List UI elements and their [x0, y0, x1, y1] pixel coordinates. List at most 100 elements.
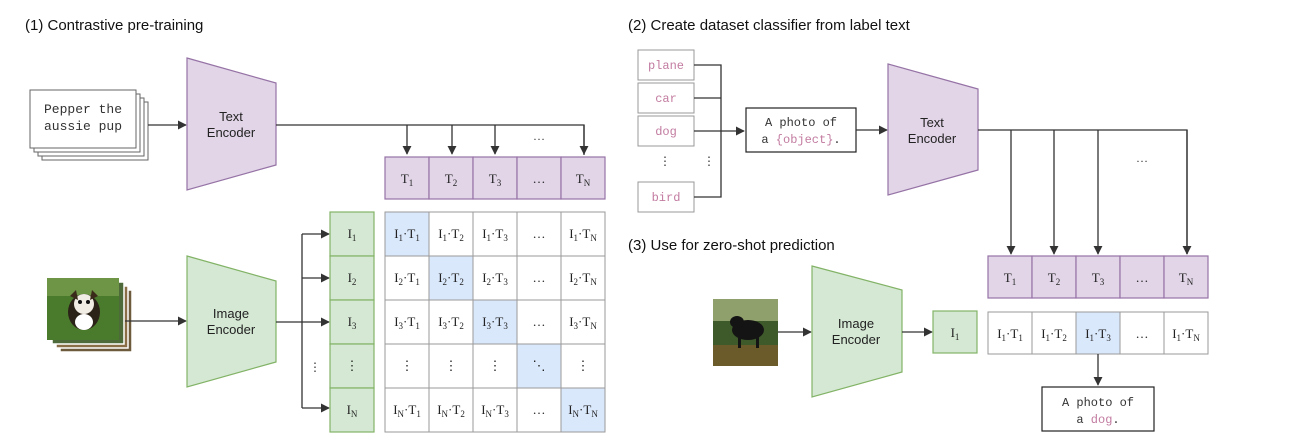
text-token-2: T2 [428, 156, 474, 200]
text-token-2: T2 [1031, 255, 1077, 299]
label-car: car [637, 82, 695, 114]
cell-vdots: ⋮ [445, 358, 458, 373]
cell-product: IN·T3 [481, 402, 509, 419]
text-token-label: T1 [401, 171, 413, 188]
cell-product: IN·T1 [393, 402, 421, 419]
cell-vdots: ⋮ [401, 358, 414, 373]
matrix-cell: I2·T3 [472, 255, 518, 301]
image-token-2: I2 [329, 255, 375, 301]
image-encoder-2-label2: Encoder [832, 332, 881, 347]
text-token-4: … [1119, 255, 1165, 299]
cell-product: I2·T2 [438, 270, 464, 287]
cell-vdots: ⋮ [577, 358, 590, 373]
cell-product: I2·T1 [394, 270, 420, 287]
image-encoder-1: Image Encoder [186, 255, 277, 388]
image-token-3: I3 [329, 299, 375, 345]
matrix-cell: I1·T1 [384, 211, 430, 257]
text-token-label: T2 [445, 171, 457, 188]
cell-vdots: ⋮ [489, 358, 502, 373]
text-token-label: … [1136, 270, 1149, 285]
section-1-title: (1) Contrastive pre-training [25, 17, 203, 34]
matrix-cell: I3·T1 [384, 299, 430, 345]
cell-product: I1·T2 [438, 226, 464, 243]
cell-product: I1·TN [569, 226, 597, 243]
image-encoder-1-label2: Encoder [207, 322, 256, 337]
image-encoder-2-label: Image [838, 316, 874, 331]
label-text: bird [652, 191, 681, 205]
matrix-cell: … [516, 299, 562, 345]
image-token-label: I3 [348, 314, 357, 331]
cell-product: I3·T1 [394, 314, 420, 331]
label-bird: bird [637, 181, 695, 213]
section-2-title: (2) Create dataset classifier from label… [628, 17, 911, 34]
cell-product: I3·T2 [438, 314, 464, 331]
label-plane: plane [637, 49, 695, 81]
cell-product: I1·T1 [394, 226, 420, 243]
matrix-cell: ⋮ [560, 343, 606, 389]
matrix-cell: IN·T1 [384, 387, 430, 433]
matrix-cell: … [516, 255, 562, 301]
input-text-stack: Pepper the aussie pup [29, 89, 149, 161]
cell-product: I3·T3 [482, 314, 508, 331]
section-3-title: (3) Use for zero-shot prediction [628, 237, 835, 254]
svg-text:I1: I1 [951, 325, 960, 342]
text-token-label: TN [1179, 270, 1194, 287]
label-dog: dog [637, 115, 695, 147]
text-token-1: T1 [987, 255, 1033, 299]
image-encoder-2: Image Encoder [811, 265, 903, 398]
matrix-cell: I2·TN [560, 255, 606, 301]
branch-ellipsis-2: … [1136, 151, 1148, 165]
svg-text:a {object}.: a {object}. [761, 133, 840, 147]
cell-product: I2·T3 [482, 270, 508, 287]
matrix-cell: ⋱ [516, 343, 562, 389]
prediction-line1: A photo of [1062, 396, 1134, 410]
text-token-5: TN [560, 156, 606, 200]
text-encoder-2-label2: Encoder [908, 131, 957, 146]
text-token-1: T1 [384, 156, 430, 200]
input-text-line2: aussie pup [44, 119, 122, 134]
text-token-3: T3 [1075, 255, 1121, 299]
text-token-row-1: T1 T2 T3 … TN [384, 156, 606, 200]
matrix-cell: I1·TN [560, 211, 606, 257]
text-token-label: T3 [489, 171, 502, 188]
text-token-label: T1 [1004, 270, 1016, 287]
prediction-prefix: a [1076, 413, 1090, 427]
label-bracket [694, 64, 745, 198]
image-token-single-base: I [951, 325, 955, 340]
prediction-label: dog [1091, 413, 1113, 427]
image-token-label: I1 [348, 226, 357, 243]
label-vdots: ⋮ [659, 154, 671, 168]
prediction-cell: … [1119, 311, 1165, 355]
text-token-label: … [533, 171, 546, 186]
text-token-4: … [516, 156, 562, 200]
text-token-3: T3 [472, 156, 518, 200]
matrix-cell: ⋮ [428, 343, 474, 389]
matrix-cell: … [516, 387, 562, 433]
text-token-label: T3 [1092, 270, 1105, 287]
matrix-cell: I1·T2 [428, 211, 474, 257]
branch-vdots-1: ⋮ [309, 360, 321, 374]
cell-ellipsis: … [533, 270, 546, 285]
text-encoder-1-label2: Encoder [207, 125, 256, 140]
dog-photo-icon [47, 278, 119, 340]
text-encoder-2: Text Encoder [887, 63, 979, 196]
image-token-5: IN [329, 387, 375, 433]
cell-ellipsis: … [1136, 326, 1149, 341]
dog-photo-2-icon [713, 299, 778, 366]
matrix-cell: I3·TN [560, 299, 606, 345]
image-token-single: I1 [932, 310, 978, 354]
cell-product: I1·T2 [1041, 326, 1067, 343]
cell-product: IN·T2 [437, 402, 465, 419]
prediction-cell: I1·T3 [1075, 311, 1121, 355]
cell-product: I3·TN [569, 314, 597, 331]
prediction-box: A photo of a dog. [1041, 386, 1155, 432]
image-token-4: ⋮ [329, 343, 375, 389]
svg-text:a dog.: a dog. [1076, 413, 1119, 427]
cell-product: I1·TN [1172, 326, 1200, 343]
cell-ddots: ⋱ [533, 358, 546, 373]
label-text: dog [655, 125, 677, 139]
